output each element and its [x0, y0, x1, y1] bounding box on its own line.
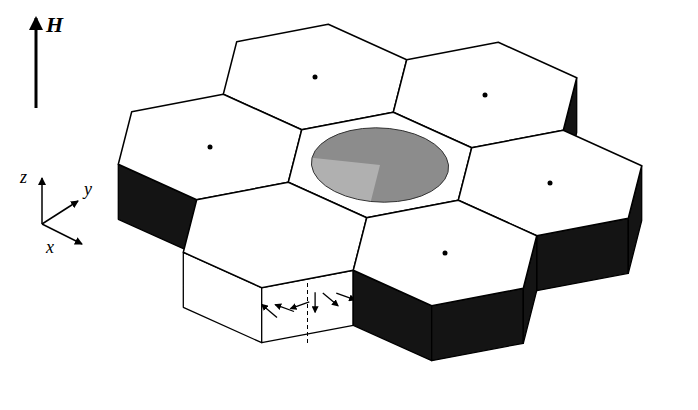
center-dot	[483, 93, 488, 98]
wall-center-line	[307, 283, 308, 343]
spin-arrow	[314, 292, 315, 312]
field-arrow	[35, 18, 38, 108]
axis-label: x	[46, 238, 54, 256]
axis-label: z	[20, 168, 27, 186]
center-dot	[548, 181, 553, 186]
hexagonal-domain-top	[118, 94, 301, 199]
hexagonal-domain-top	[183, 182, 366, 287]
spin-arrow	[262, 305, 277, 318]
bubble-domain	[303, 121, 457, 208]
center-dot	[443, 251, 448, 256]
y-axis	[42, 201, 78, 224]
spin-arrow	[336, 293, 355, 300]
hexagonal-domain-top	[353, 200, 536, 305]
center-dot	[208, 145, 213, 150]
axis-label: y	[84, 180, 92, 198]
field-label: H	[46, 14, 63, 36]
z-axis	[41, 178, 43, 224]
spin-arrow	[323, 293, 338, 306]
center-dot	[313, 75, 318, 80]
spin-arrow	[291, 302, 310, 309]
